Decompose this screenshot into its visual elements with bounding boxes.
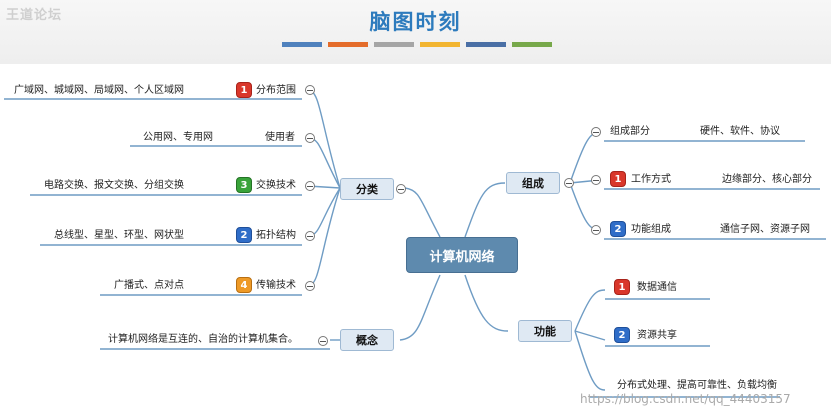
branch-node-gongneng[interactable]: 功能 bbox=[518, 320, 572, 342]
leaf-detail: 计算机网络是互连的、自治的计算机集合。 bbox=[108, 334, 298, 345]
branch-node-label: 概念 bbox=[356, 334, 378, 347]
sub-node-label[interactable]: 数据通信 bbox=[637, 282, 677, 293]
branch-node-zucheng[interactable]: 组成 bbox=[506, 172, 560, 194]
connector-fenlei-2 bbox=[307, 137, 341, 189]
leaf-detail: 总线型、星型、环型、网状型 bbox=[54, 230, 184, 241]
sub-node-label[interactable]: 拓扑结构 bbox=[256, 230, 296, 241]
connector-center-zucheng bbox=[464, 182, 506, 238]
leaf-detail: 边缘部分、核心部分 bbox=[722, 174, 812, 185]
collapse-toggle[interactable] bbox=[305, 231, 315, 241]
collapse-toggle-fenlei[interactable] bbox=[396, 184, 406, 194]
leaf-detail: 广播式、点对点 bbox=[114, 280, 184, 291]
leaf-detail: 电路交换、报文交换、分组交换 bbox=[44, 180, 184, 191]
connector-zucheng-3 bbox=[569, 182, 601, 231]
badge-number-2-icon: 2 bbox=[610, 221, 626, 237]
connector-gongneng-3 bbox=[574, 330, 606, 391]
connector-center-gongneng bbox=[464, 274, 509, 332]
collapse-toggle[interactable] bbox=[591, 175, 601, 185]
watermark-text: https://blog.csdn.net/qq_44403157 bbox=[580, 392, 791, 406]
collapse-toggle[interactable] bbox=[591, 127, 601, 137]
center-node-label: 计算机网络 bbox=[429, 249, 495, 265]
branch-node-fenlei[interactable]: 分类 bbox=[340, 178, 394, 200]
page-title: 脑图时刻 bbox=[369, 10, 462, 34]
badge-number-1-icon: 1 bbox=[236, 82, 252, 98]
brand-logo: 王道论坛 bbox=[6, 8, 63, 23]
leaf-detail: 广域网、城域网、局域网、个人区域网 bbox=[14, 85, 184, 96]
collapse-toggle[interactable] bbox=[318, 336, 328, 346]
color-swatch bbox=[374, 42, 414, 47]
connector-gongneng-2 bbox=[574, 330, 606, 341]
badge-number-3-icon: 3 bbox=[236, 177, 252, 193]
collapse-toggle[interactable] bbox=[305, 85, 315, 95]
sub-node-label[interactable]: 资源共享 bbox=[637, 330, 677, 341]
leaf-detail: 公用网、专用网 bbox=[143, 132, 213, 143]
connector-gongneng-1 bbox=[574, 289, 606, 332]
badge-number-1-icon: 1 bbox=[614, 279, 630, 295]
collapse-toggle[interactable] bbox=[305, 133, 315, 143]
leaf-detail: 通信子网、资源子网 bbox=[720, 224, 810, 235]
connector-center-fenlei bbox=[404, 187, 441, 238]
color-swatch bbox=[282, 42, 322, 47]
sub-node-label[interactable]: 功能组成 bbox=[631, 224, 671, 235]
sub-node-label[interactable]: 组成部分 bbox=[610, 126, 650, 137]
sub-node-label[interactable]: 传输技术 bbox=[256, 280, 296, 291]
leaf-detail: 硬件、软件、协议 bbox=[700, 126, 780, 137]
badge-number-4-icon: 4 bbox=[236, 277, 252, 293]
sub-node-label[interactable]: 分布范围 bbox=[256, 85, 296, 96]
collapse-toggle-zucheng[interactable] bbox=[564, 178, 574, 188]
collapse-toggle[interactable] bbox=[591, 225, 601, 235]
center-node[interactable]: 计算机网络 bbox=[406, 237, 518, 273]
collapse-toggle[interactable] bbox=[305, 181, 315, 191]
badge-number-1-icon: 1 bbox=[610, 171, 626, 187]
color-swatch bbox=[420, 42, 460, 47]
badge-number-2-icon: 2 bbox=[236, 227, 252, 243]
sub-node-label[interactable]: 交换技术 bbox=[256, 180, 296, 191]
color-swatch bbox=[512, 42, 552, 47]
branch-node-gainian[interactable]: 概念 bbox=[340, 329, 394, 351]
sub-node-label[interactable]: 使用者 bbox=[265, 132, 295, 143]
color-swatch bbox=[466, 42, 506, 47]
sub-node-label[interactable]: 分布式处理、提高可靠性、负载均衡 bbox=[617, 380, 777, 391]
connector-fenlei-4 bbox=[307, 187, 341, 237]
branch-node-label: 分类 bbox=[356, 183, 378, 196]
collapse-toggle[interactable] bbox=[305, 281, 315, 291]
badge-number-2-icon: 2 bbox=[614, 327, 630, 343]
branch-node-label: 组成 bbox=[522, 177, 544, 190]
connector-center-gainian bbox=[399, 274, 441, 341]
branch-node-label: 功能 bbox=[534, 325, 556, 338]
sub-node-label[interactable]: 工作方式 bbox=[631, 174, 671, 185]
header-bar: 王道论坛 脑图时刻 bbox=[0, 0, 831, 64]
color-swatch bbox=[328, 42, 368, 47]
color-swatch-row bbox=[282, 42, 552, 47]
